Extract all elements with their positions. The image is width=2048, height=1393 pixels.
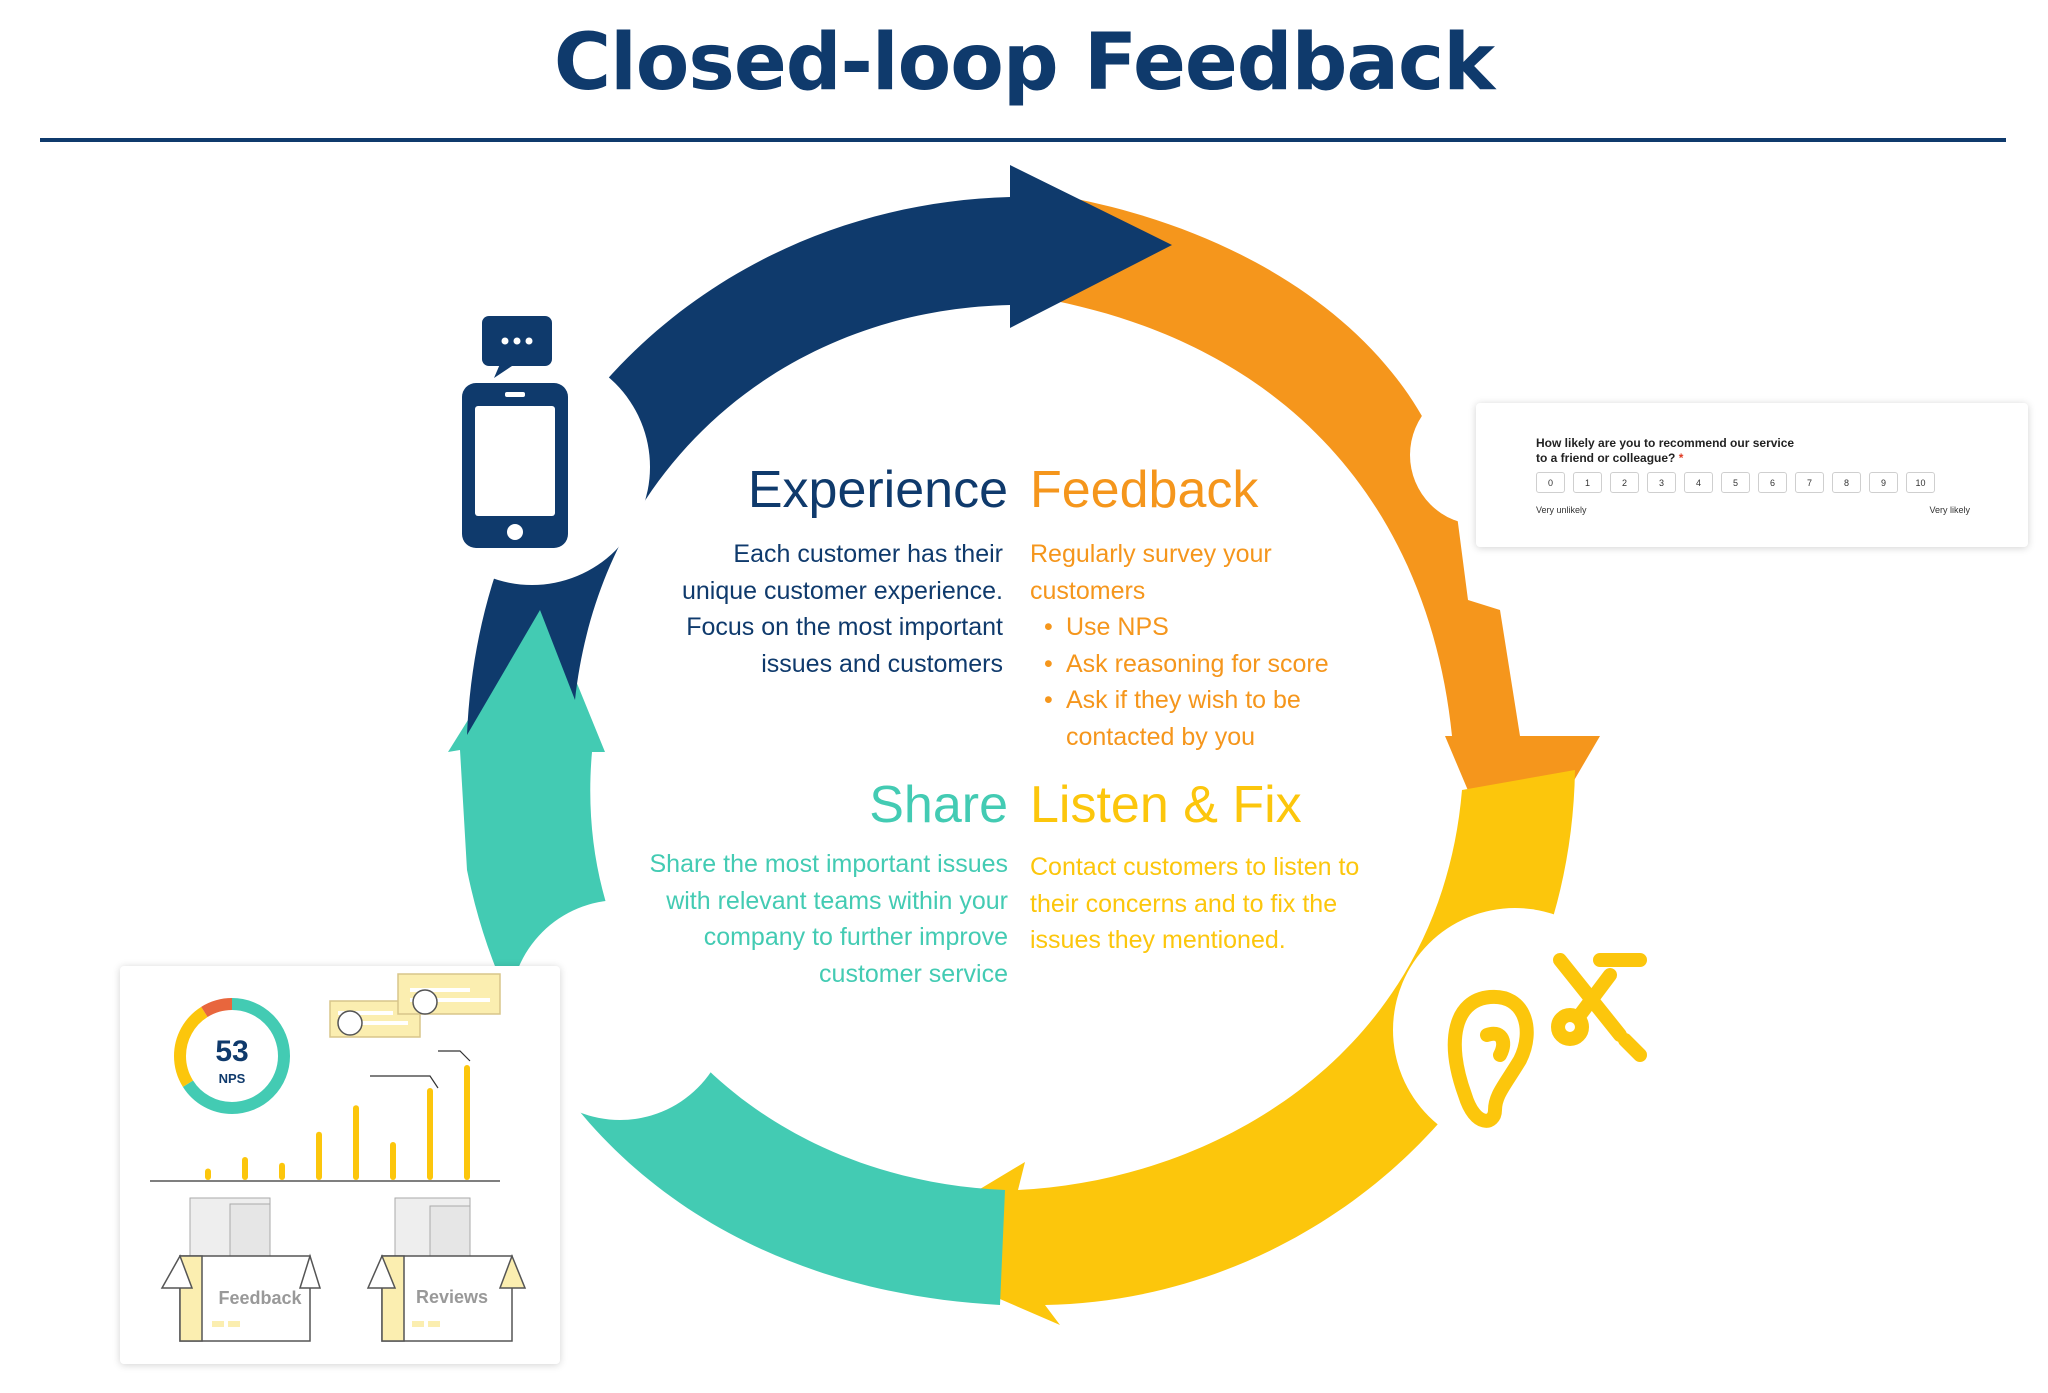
scale-option[interactable]: 5 bbox=[1721, 472, 1750, 493]
scale-option[interactable]: 1 bbox=[1573, 472, 1602, 493]
feedback-arrow bbox=[1040, 195, 1600, 890]
feedback-box-label: Feedback bbox=[218, 1288, 302, 1308]
feedback-box-icon bbox=[160, 1197, 322, 1342]
scale-option[interactable]: 2 bbox=[1610, 472, 1639, 493]
nps-bar bbox=[205, 1168, 211, 1180]
nps-bar bbox=[427, 1088, 433, 1180]
listen-fix-heading: Listen & Fix bbox=[1030, 776, 1302, 834]
share-arrow bbox=[448, 600, 1005, 1305]
nps-ring-detractors bbox=[174, 998, 290, 1114]
nps-bar bbox=[353, 1105, 359, 1180]
nps-ring-passives bbox=[174, 998, 290, 1114]
nps-bar bbox=[279, 1162, 285, 1180]
nps-dashboard-graphic: 53 NPS bbox=[150, 973, 527, 1342]
smartphone-chat-icon bbox=[462, 316, 568, 548]
reviews-box-label: Reviews bbox=[416, 1287, 488, 1307]
share-description: Share the most important issues with rel… bbox=[649, 850, 1009, 988]
feedback-description: Regularly survey your customers Use NPS … bbox=[1030, 536, 1450, 755]
comment-bubbles bbox=[329, 973, 501, 1089]
scale-option[interactable]: 3 bbox=[1647, 472, 1676, 493]
survey-question: How likely are you to recommend our serv… bbox=[1536, 436, 1796, 466]
nps-dashboard-card: 53 NPS bbox=[120, 966, 560, 1364]
nps-bar bbox=[464, 1065, 470, 1180]
nps-survey-card: How likely are you to recommend our serv… bbox=[1476, 403, 2028, 547]
feedback-bullet: Use NPS bbox=[1030, 609, 1420, 646]
scale-high-label: Very likely bbox=[1929, 505, 1970, 515]
nps-ring bbox=[174, 998, 290, 1114]
page-title: Closed-loop Feedback bbox=[553, 18, 1495, 108]
feedback-bullets: Use NPS Ask reasoning for score Ask if t… bbox=[1030, 609, 1420, 755]
listen-fix-description: Contact customers to listen to their con… bbox=[1030, 853, 1360, 954]
feedback-intro: Regularly survey your customers bbox=[1030, 540, 1272, 605]
user-avatar-icon bbox=[337, 1010, 363, 1036]
nps-score: 53 bbox=[215, 1035, 248, 1068]
title-divider bbox=[40, 138, 2006, 142]
required-mark: * bbox=[1678, 451, 1684, 465]
experience-heading: Experience bbox=[747, 461, 1008, 519]
feedback-heading: Feedback bbox=[1030, 461, 1259, 519]
scale-option[interactable]: 10 bbox=[1906, 472, 1935, 493]
feedback-bullet: Ask if they wish to be contacted by you bbox=[1030, 682, 1316, 755]
share-heading: Share bbox=[869, 776, 1008, 834]
user-avatar-icon bbox=[412, 989, 438, 1015]
scale-option[interactable]: 8 bbox=[1832, 472, 1861, 493]
nps-bite bbox=[510, 900, 730, 1120]
scale-option[interactable]: 9 bbox=[1869, 472, 1898, 493]
survey-question-text: How likely are you to recommend our serv… bbox=[1536, 436, 1795, 465]
feedback-bullet: Ask reasoning for score bbox=[1030, 646, 1420, 683]
scale-low-label: Very unlikely bbox=[1536, 505, 1587, 515]
nps-scale: 0 1 2 3 4 5 6 7 8 9 10 bbox=[1536, 472, 1935, 493]
scale-option[interactable]: 7 bbox=[1795, 472, 1824, 493]
scale-option[interactable]: 4 bbox=[1684, 472, 1713, 493]
nps-bar-chart bbox=[205, 1065, 470, 1180]
ear-bite bbox=[1393, 908, 1637, 1152]
ear-and-tools-icon bbox=[1447, 953, 1647, 1128]
nps-bar bbox=[390, 1142, 396, 1180]
experience-description: Each customer has their unique customer … bbox=[681, 540, 1003, 678]
nps-bar bbox=[316, 1131, 322, 1180]
scale-option[interactable]: 0 bbox=[1536, 472, 1565, 493]
scale-option[interactable]: 6 bbox=[1758, 472, 1787, 493]
reviews-box-icon bbox=[366, 1197, 527, 1342]
nps-bar bbox=[242, 1157, 248, 1180]
nps-score-label: NPS bbox=[219, 1071, 246, 1086]
